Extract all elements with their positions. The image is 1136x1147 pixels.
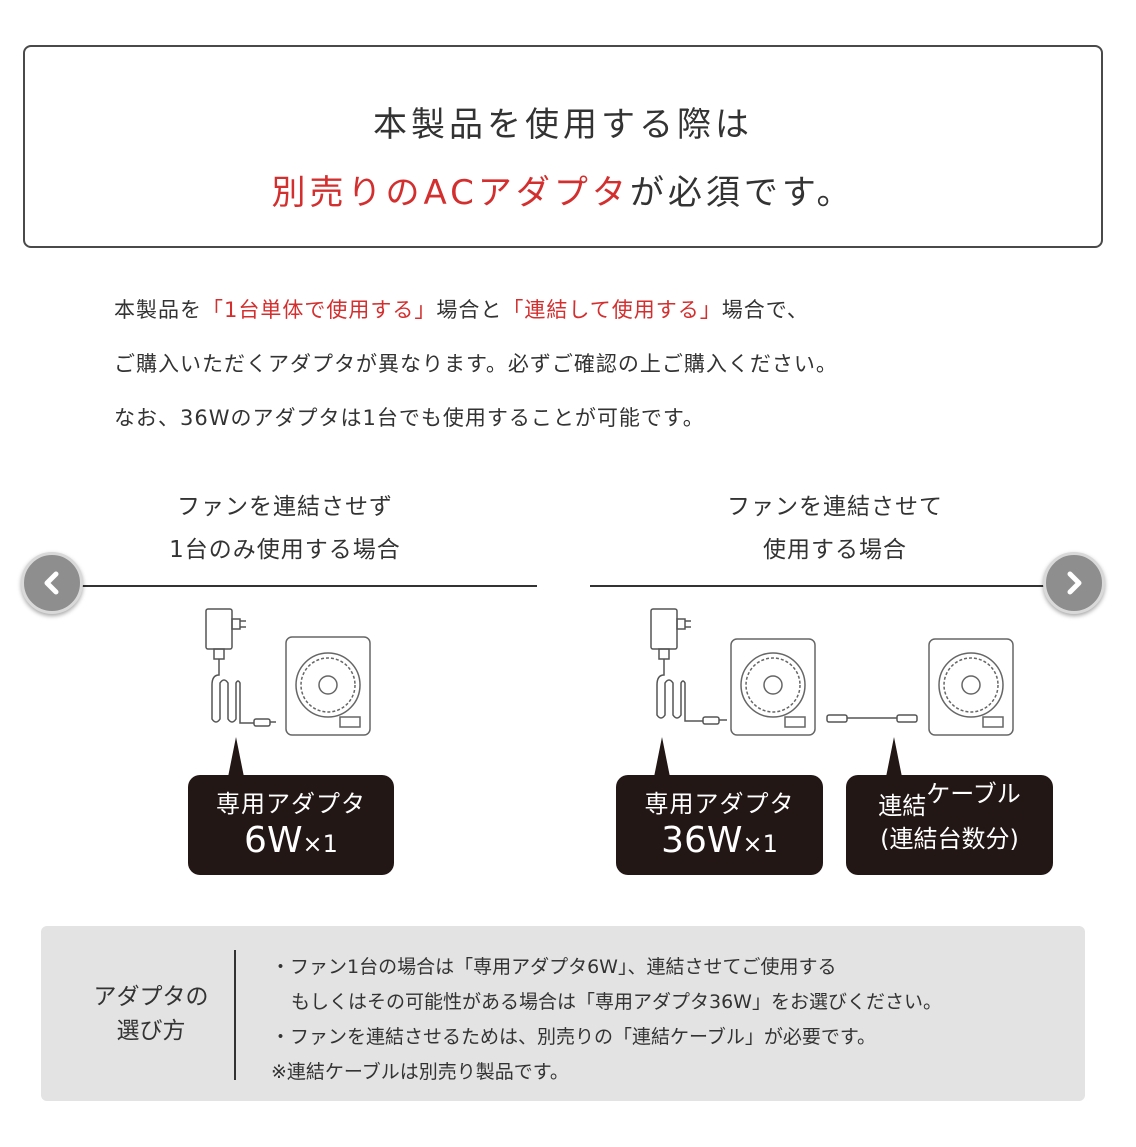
label-linked-adapter: 専用アダプタ 36W×1 — [616, 737, 823, 875]
intro-highlight-single: 「1台単体で使用する」 — [202, 298, 437, 322]
notice-box: 本製品を使用する際は 別売りのACアダプタが必須です。 — [23, 45, 1103, 248]
fan-icon — [928, 638, 1014, 736]
intro-line-1: 本製品を「1台単体で使用する」場合と「連結して使用する」場合で、 — [114, 294, 809, 324]
guide-title-line-1: アダプタの — [93, 984, 209, 1010]
guide-line-3: ・ファンを連結させるためは、別売りの「連結ケーブル」が必要です。 — [271, 1026, 876, 1048]
heading-linked-line-2: 使用する場合 — [763, 537, 907, 563]
intro-text: 本製品を — [114, 298, 202, 322]
label-quantity: ×1 — [742, 830, 778, 858]
label-link-cable: 連結ケーブル (連結台数分) — [846, 737, 1053, 875]
adapter-guide-panel: アダプタの 選び方 ・ファン1台の場合は「専用アダプタ6W」、連結させてご使用す… — [41, 926, 1085, 1101]
intro-highlight-linked: 「連結して使用する」 — [502, 298, 722, 322]
label-wattage: 6W — [244, 820, 303, 861]
label-cable-prefix: 連結 — [878, 792, 927, 820]
guide-separator — [234, 950, 236, 1080]
fan-icon — [285, 636, 371, 736]
guide-line-4: ※連結ケーブルは別売り製品です。 — [271, 1061, 569, 1083]
single-fan-illustration — [205, 608, 371, 736]
notice-line-2: 別売りのACアダプタが必須です。 — [25, 165, 1101, 214]
carousel-prev-button[interactable] — [21, 552, 83, 614]
label-pointer — [886, 737, 902, 777]
guide-title: アダプタの 選び方 — [71, 980, 231, 1048]
notice-line-1: 本製品を使用する際は — [373, 105, 753, 145]
label-pointer — [654, 737, 670, 777]
label-pointer — [228, 737, 244, 777]
intro-line-2: ご購入いただくアダプタが異なります。必ずご確認の上ご購入ください。 — [114, 352, 838, 376]
heading-linked-line-1: ファンを連結させて — [727, 494, 943, 520]
label-quantity: ×1 — [302, 830, 338, 858]
divider-linked — [590, 585, 1080, 587]
label-value: 36W×1 — [616, 819, 823, 866]
label-value: 6W×1 — [188, 819, 394, 866]
divider-single — [50, 585, 537, 587]
heading-single-line-1: ファンを連結させず — [177, 494, 393, 520]
label-title: 連結ケーブル — [846, 775, 1053, 820]
carousel-next-button[interactable] — [1043, 552, 1105, 614]
intro-line-3: なお、36Wのアダプタは1台でも使用することが可能です。 — [114, 406, 705, 430]
label-cable-word: ケーブル — [926, 780, 1021, 808]
notice-highlight: 別売りのACアダプタ — [271, 173, 630, 213]
heading-single-line-2: 1台のみ使用する場合 — [169, 537, 401, 563]
chevron-right-icon — [1067, 571, 1082, 595]
label-title: 専用アダプタ — [644, 790, 795, 818]
guide-line-1: ・ファン1台の場合は「専用アダプタ6W」、連結させてご使用する — [271, 956, 837, 978]
linked-fans-illustration — [650, 608, 1014, 736]
adapter-icon — [205, 608, 276, 727]
intro-text: 場合と — [436, 298, 503, 322]
label-single-adapter: 専用アダプタ 6W×1 — [188, 737, 394, 875]
heading-linked: ファンを連結させて 使用する場合 — [690, 486, 980, 572]
label-cable-note: (連結台数分) — [880, 825, 1019, 853]
label-wattage: 36W — [661, 820, 743, 861]
adapter-icon — [650, 608, 727, 725]
intro-text: 場合で、 — [721, 298, 809, 322]
guide-line-2: もしくはその可能性がある場合は「専用アダプタ36W」をお選びください。 — [291, 991, 942, 1013]
chevron-left-icon — [44, 571, 59, 595]
notice-line-2-rest: が必須です。 — [629, 173, 855, 213]
link-cable-icon — [826, 714, 918, 723]
guide-title-line-2: 選び方 — [116, 1018, 186, 1044]
heading-single: ファンを連結させず 1台のみ使用する場合 — [140, 486, 430, 572]
fan-icon — [730, 638, 816, 736]
label-title: 専用アダプタ — [216, 790, 366, 818]
